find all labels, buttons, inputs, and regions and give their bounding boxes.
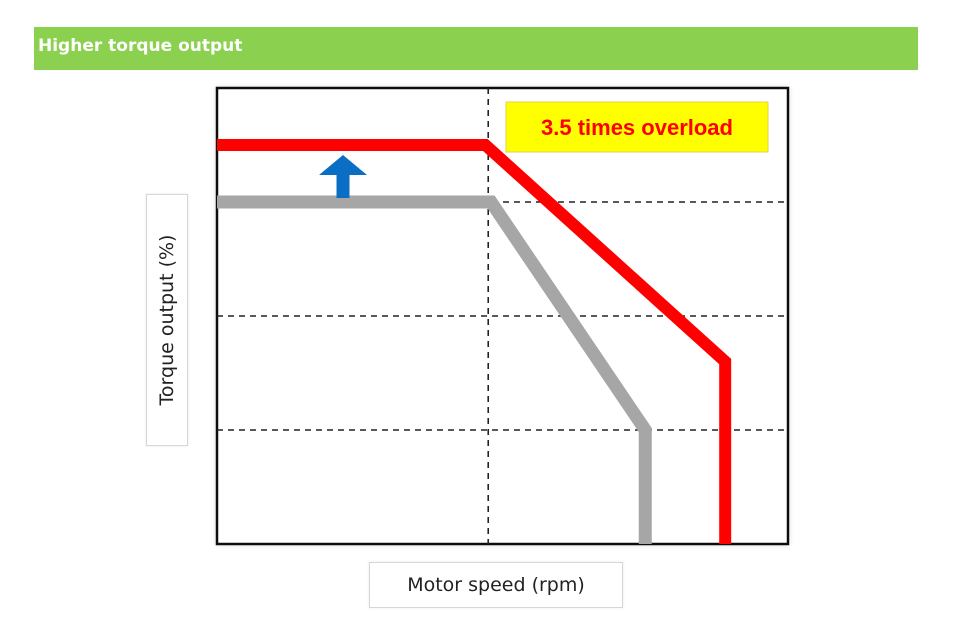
up-arrow-icon [319,155,367,198]
section-header: Higher torque output [34,27,918,70]
overload-arrow-icon [319,155,367,198]
series-layer [217,139,732,544]
x-axis-label: Motor speed (rpm) [407,574,585,596]
callout-box [505,101,769,153]
section-title: Higher torque output [38,36,243,56]
series-line-rated [217,195,652,544]
grid-lines [217,88,788,544]
callout-label: 3.5 times overload [541,115,733,140]
x-axis-label-box: Motor speed (rpm) [369,562,623,608]
y-axis-label-box: Torque output (%) [146,194,188,446]
overload-callout: 3.5 times overload [505,101,769,153]
y-axis-label: Torque output (%) [156,234,178,406]
series-line-overload [217,139,732,544]
